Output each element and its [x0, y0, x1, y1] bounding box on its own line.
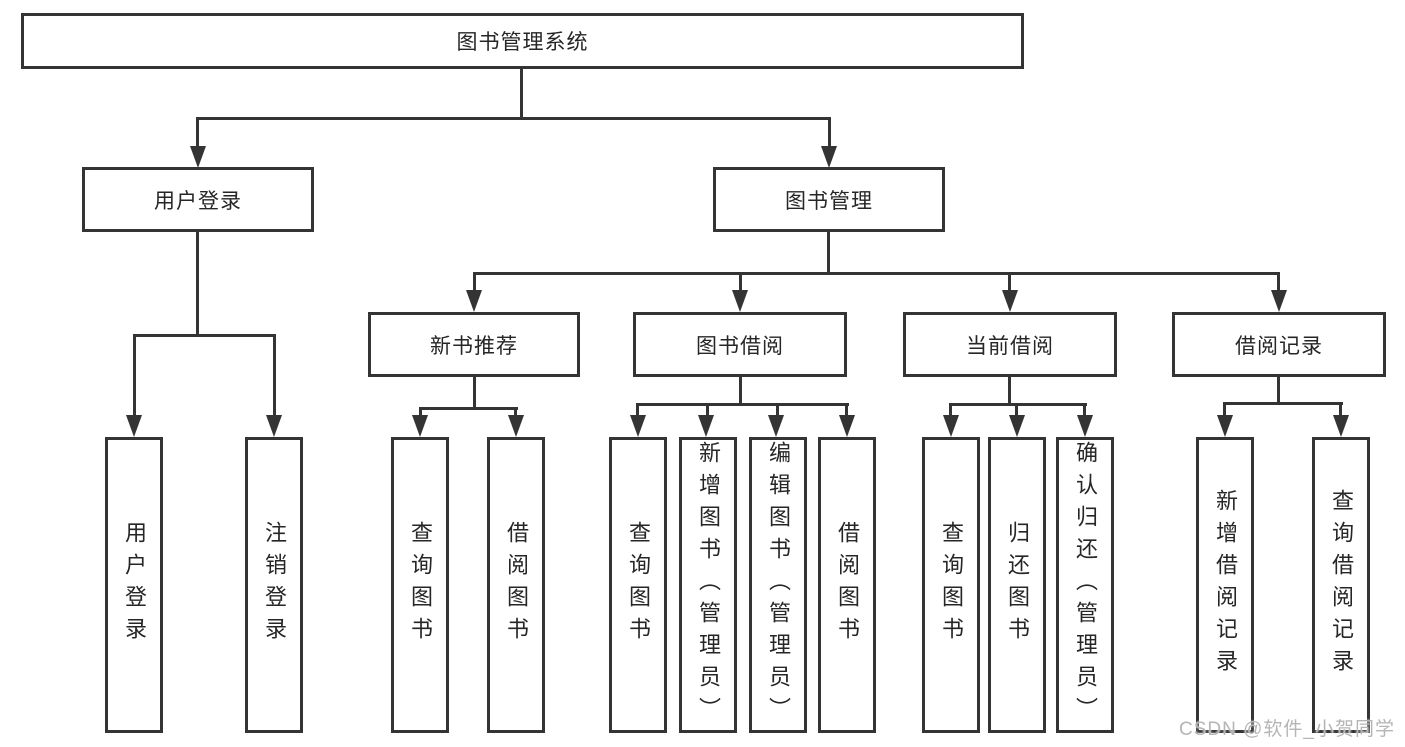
- connector-stem-rec-query: [419, 407, 422, 417]
- arrowhead-borrow: [732, 290, 748, 312]
- leaf-user-login-label: 用户登录: [122, 521, 147, 649]
- arrowhead-rec-borrow: [508, 415, 524, 437]
- connector-current-split: [950, 403, 1087, 406]
- leaf-user-login: 用户登录: [105, 437, 163, 733]
- leaf-edit-books-admin: 编辑图书（管理员）: [749, 437, 807, 733]
- leaf-query-borrow-record-label: 查询借阅记录: [1329, 489, 1354, 681]
- connector-stem-borrow: [739, 272, 742, 292]
- connector-borrow-trunk: [739, 377, 742, 405]
- leaf-rec-borrow-books-label: 借阅图书: [504, 521, 529, 649]
- arrowhead-book-mgmt: [821, 146, 837, 168]
- connector-stem-records-query: [1339, 402, 1342, 415]
- connector-stem-leaf-logout: [273, 334, 276, 417]
- leaf-rec-query-books-label: 查询图书: [408, 521, 433, 649]
- node-root-label: 图书管理系统: [456, 31, 589, 54]
- arrowhead-current: [1002, 290, 1018, 312]
- connector-book-mgmt-trunk: [827, 232, 830, 274]
- node-new-book-rec: 新书推荐: [368, 312, 580, 377]
- connector-stem-borrow-edit: [776, 403, 779, 415]
- node-book-mgmt-branch: 图书管理: [713, 167, 945, 232]
- leaf-edit-books-admin-label: 编辑图书（管理员）: [766, 441, 791, 729]
- connector-stem-current-return: [1015, 403, 1018, 415]
- arrowhead-current-return: [1009, 415, 1025, 437]
- leaf-borrow-query-books-label: 查询图书: [626, 521, 651, 649]
- leaf-add-borrow-record-label: 新增借阅记录: [1213, 489, 1238, 681]
- arrowhead-leaf-login: [126, 415, 142, 437]
- connector-new-rec-trunk: [473, 377, 476, 409]
- leaf-logout-label: 注销登录: [262, 521, 287, 649]
- arrowhead-current-query: [943, 415, 959, 437]
- arrowhead-borrow-borrow: [839, 415, 855, 437]
- connector-borrow-split: [637, 403, 849, 406]
- arrowhead-user-login: [190, 146, 206, 168]
- connector-stem-records: [1277, 272, 1280, 292]
- arrowhead-borrow-add: [698, 415, 714, 437]
- connector-user-login-split: [133, 334, 276, 337]
- connector-level2-split: [197, 117, 831, 120]
- leaf-current-query-books: 查询图书: [922, 437, 980, 733]
- node-current-borrow-label: 当前借阅: [966, 334, 1054, 358]
- connector-stem-rec-borrow: [514, 407, 517, 417]
- leaf-borrow-borrow-books: 借阅图书: [818, 437, 876, 733]
- connector-stem-borrow-borrow: [845, 403, 848, 415]
- arrowhead-borrow-query: [630, 415, 646, 437]
- arrowhead-new-rec: [466, 290, 482, 312]
- arrowhead-records-query: [1333, 415, 1349, 437]
- connector-current-trunk: [1008, 377, 1011, 405]
- connector-stem-book-mgmt: [828, 117, 831, 148]
- connector-root-trunk: [520, 69, 523, 118]
- connector-stem-user-login: [196, 117, 199, 148]
- connector-level3-split: [473, 272, 1280, 275]
- node-new-book-rec-label: 新书推荐: [430, 334, 518, 358]
- leaf-query-borrow-record: 查询借阅记录: [1312, 437, 1370, 733]
- leaf-current-query-books-label: 查询图书: [939, 521, 964, 649]
- leaf-confirm-return-admin: 确认归还（管理员）: [1056, 437, 1114, 733]
- node-book-mgmt-label: 图书管理: [785, 189, 873, 213]
- node-borrow-records-label: 借阅记录: [1235, 334, 1323, 358]
- connector-user-login-trunk: [196, 232, 199, 336]
- arrowhead-rec-query: [412, 415, 428, 437]
- connector-records-split: [1224, 402, 1343, 405]
- node-root-library-system: 图书管理系统: [21, 13, 1024, 69]
- connector-stem-current-confirm: [1083, 403, 1086, 415]
- connector-stem-current-query: [949, 403, 952, 415]
- connector-stem-leaf-login: [133, 334, 136, 417]
- leaf-return-books-label: 归还图书: [1005, 521, 1030, 649]
- leaf-confirm-return-admin-label: 确认归还（管理员）: [1073, 441, 1098, 729]
- node-book-borrow: 图书借阅: [633, 312, 847, 377]
- leaf-rec-borrow-books: 借阅图书: [487, 437, 545, 733]
- arrowhead-records-add: [1217, 415, 1233, 437]
- leaf-add-borrow-record: 新增借阅记录: [1196, 437, 1254, 733]
- arrowhead-leaf-logout: [266, 415, 282, 437]
- connector-stem-new-rec: [473, 272, 476, 292]
- connector-new-rec-split: [419, 407, 518, 410]
- node-book-borrow-label: 图书借阅: [696, 334, 784, 358]
- leaf-borrow-borrow-books-label: 借阅图书: [835, 521, 860, 649]
- node-user-login-label: 用户登录: [154, 189, 242, 213]
- arrowhead-borrow-edit: [768, 415, 784, 437]
- node-current-borrow: 当前借阅: [903, 312, 1117, 377]
- leaf-rec-query-books: 查询图书: [391, 437, 449, 733]
- node-borrow-records: 借阅记录: [1172, 312, 1386, 377]
- leaf-add-books-admin: 新增图书（管理员）: [679, 437, 737, 733]
- leaf-return-books: 归还图书: [988, 437, 1046, 733]
- leaf-borrow-query-books: 查询图书: [609, 437, 667, 733]
- csdn-watermark: CSDN @软件_小贺同学: [1179, 719, 1395, 740]
- connector-stem-records-add: [1223, 402, 1226, 415]
- leaf-add-books-admin-label: 新增图书（管理员）: [696, 441, 721, 729]
- leaf-logout: 注销登录: [245, 437, 303, 733]
- arrowhead-records: [1271, 290, 1287, 312]
- node-user-login-branch: 用户登录: [82, 167, 314, 232]
- connector-stem-borrow-query: [636, 403, 639, 415]
- connector-records-trunk: [1277, 377, 1280, 404]
- connector-stem-borrow-add: [706, 403, 709, 415]
- arrowhead-current-confirm: [1077, 415, 1093, 437]
- connector-stem-current: [1008, 272, 1011, 292]
